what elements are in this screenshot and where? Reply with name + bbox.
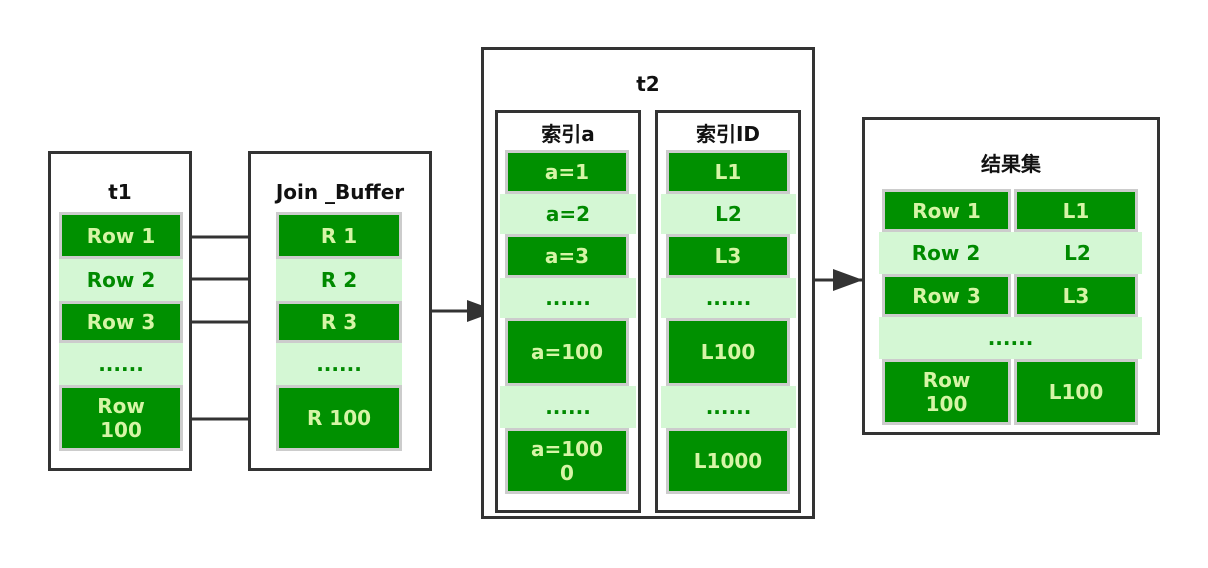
- t1-row-3: Row 3: [59, 301, 183, 343]
- t1-row-100: Row 100: [59, 385, 183, 451]
- index-a-row-ellipsis-2: ......: [500, 386, 636, 428]
- t1-row-ellipsis: ......: [59, 343, 183, 385]
- index-a-row-1: a=1: [505, 150, 629, 194]
- index-id-row-l2: L2: [661, 194, 796, 234]
- index-id-row-l1000: L1000: [666, 428, 790, 494]
- index-a-row-3: a=3: [505, 234, 629, 278]
- result-row-1-right: L1: [1014, 189, 1138, 232]
- index-a-row-2: a=2: [500, 194, 636, 234]
- result-row-1-left: Row 1: [882, 189, 1011, 232]
- index-id-row-ellipsis-2: ......: [661, 386, 796, 428]
- result-row-100-left: Row 100: [882, 359, 1011, 425]
- result-row-ellipsis: ......: [879, 317, 1142, 359]
- t1-row-2: Row 2: [59, 259, 183, 301]
- buffer-row-r2: R 2: [276, 259, 402, 301]
- result-row-2-right: L2: [1013, 232, 1142, 274]
- result-row-2-left: Row 2: [879, 232, 1013, 274]
- index-id-title: 索引ID: [695, 122, 761, 146]
- join-buffer-title: Join _Buffer: [275, 180, 405, 204]
- t2-title: t2: [636, 72, 660, 96]
- index-id-row-l3: L3: [666, 234, 790, 278]
- result-row-3-left: Row 3: [882, 274, 1011, 317]
- t1-row-1: Row 1: [59, 212, 183, 259]
- index-a-row-ellipsis-1: ......: [500, 278, 636, 318]
- index-id-row-l100: L100: [666, 318, 790, 386]
- result-row-3-right: L3: [1014, 274, 1138, 317]
- index-a-title: 索引a: [541, 122, 595, 146]
- index-a-row-100: a=100: [505, 318, 629, 386]
- index-id-row-ellipsis-1: ......: [661, 278, 796, 318]
- buffer-row-r3: R 3: [276, 301, 402, 343]
- t1-title: t1: [108, 180, 132, 204]
- index-a-row-1000: a=1000: [505, 428, 629, 494]
- buffer-row-r100: R 100: [276, 385, 402, 451]
- index-id-row-l1: L1: [666, 150, 790, 194]
- result-set-title: 结果集: [981, 152, 1041, 176]
- buffer-row-r1: R 1: [276, 212, 402, 259]
- buffer-row-ellipsis: ......: [276, 343, 402, 385]
- result-row-100-right: L100: [1014, 359, 1138, 425]
